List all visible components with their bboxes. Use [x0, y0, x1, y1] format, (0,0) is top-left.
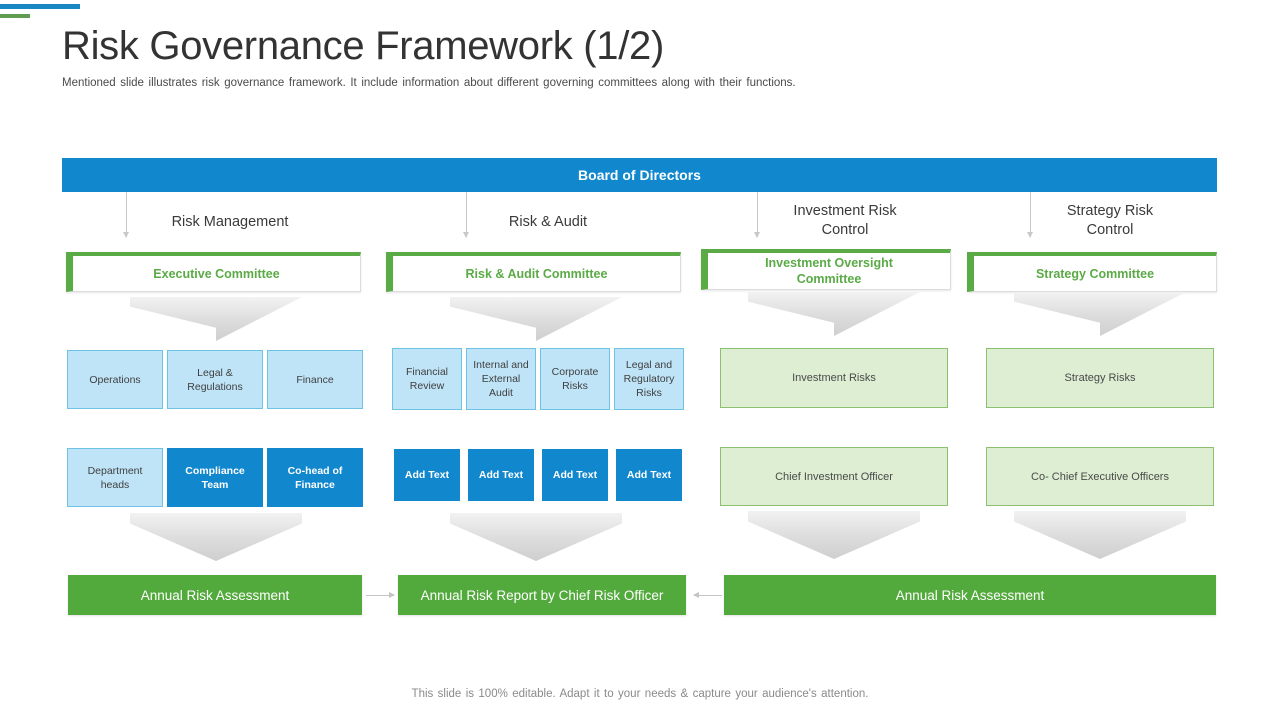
owner-node-label: Co-head of Finance	[287, 464, 343, 491]
committee-label-investment-oversight: Investment Oversight Committee	[765, 256, 893, 286]
owner-node[interactable]: Department heads	[67, 448, 163, 507]
function-node[interactable]: Strategy Risks	[986, 348, 1214, 408]
committee-box-strategy[interactable]: Strategy Committee	[967, 252, 1217, 292]
branch-label-investment-risk: Investment Risk Control	[793, 203, 897, 238]
function-node[interactable]: Corporate Risks	[540, 348, 610, 410]
arrow-left-to-center	[366, 591, 395, 598]
branch-label-risk-audit: Risk & Audit	[508, 214, 588, 230]
owner-node[interactable]: Co-head of Finance	[267, 448, 363, 507]
flow-chevron-7	[748, 511, 920, 559]
connector-line-investment-risk	[754, 192, 760, 238]
committee-label-risk-audit: Risk & Audit Committee	[465, 266, 608, 281]
outcome-bar-annual-risk-assessment-right[interactable]: Annual Risk Assessment	[724, 575, 1216, 615]
function-node-label: Internal and External Audit	[473, 359, 529, 399]
function-node[interactable]: Operations	[67, 350, 163, 409]
function-node[interactable]: Financial Review	[392, 348, 462, 410]
owner-node-label: Chief Investment Officer	[775, 470, 893, 483]
board-of-directors-bar[interactable]: Board of Directors	[62, 158, 1217, 192]
flow-chevron-5	[130, 513, 302, 561]
function-node[interactable]: Legal & Regulations	[167, 350, 263, 409]
outcome-bar-annual-risk-assessment-left[interactable]: Annual Risk Assessment	[68, 575, 362, 615]
footer-note: This slide is 100% editable. Adapt it to…	[411, 688, 869, 700]
flow-chevron-2	[450, 297, 622, 341]
function-node-label: Finance	[296, 373, 334, 386]
flow-chevron-8	[1014, 511, 1186, 559]
arrowhead-icon	[389, 591, 395, 598]
decor-bar-green	[0, 14, 30, 18]
function-node-label: Investment Risks	[792, 372, 876, 384]
owner-node-label: Add Text	[478, 469, 524, 481]
decor-bar-blue	[0, 4, 80, 9]
owner-node-label: Co- Chief Executive Officers	[1031, 470, 1169, 483]
flow-chevron-3	[748, 292, 920, 336]
committee-box-investment-oversight[interactable]: Investment Oversight Committee	[701, 249, 951, 290]
committee-box-executive[interactable]: Executive Committee	[66, 252, 361, 292]
function-node-label: Legal & Regulations	[187, 366, 243, 393]
committee-label-executive: Executive Committee	[153, 266, 280, 281]
owner-node-label: Compliance Team	[185, 464, 245, 491]
owner-node-label: Add Text	[626, 469, 672, 481]
outcome-label: Annual Risk Report by Chief Risk Officer	[420, 587, 664, 603]
function-node-label: Financial Review	[405, 366, 449, 392]
function-node-label: Strategy Risks	[1064, 372, 1136, 384]
outcome-label: Annual Risk Assessment	[140, 587, 290, 603]
function-node-label: Legal and Regulatory Risks	[623, 359, 675, 399]
owner-node[interactable]: Add Text	[394, 449, 460, 501]
committee-label-strategy: Strategy Committee	[1035, 266, 1155, 281]
connector-line-strategy-risk	[1027, 192, 1033, 238]
page-subtitle: Mentioned slide illustrates risk governa…	[62, 77, 796, 89]
owner-node[interactable]: Co- Chief Executive Officers	[986, 447, 1214, 506]
outcome-bar-annual-risk-report[interactable]: Annual Risk Report by Chief Risk Officer	[398, 575, 686, 615]
function-node-label: Operations	[89, 373, 141, 386]
connector-line-risk-audit	[463, 192, 469, 238]
function-node[interactable]: Legal and Regulatory Risks	[614, 348, 684, 410]
function-node[interactable]: Investment Risks	[720, 348, 948, 408]
flow-chevron-1	[130, 297, 302, 341]
owner-node[interactable]: Add Text	[616, 449, 682, 501]
flow-chevron-4	[1014, 292, 1186, 336]
owner-node[interactable]: Add Text	[468, 449, 534, 501]
arrow-right-to-center	[693, 591, 722, 598]
page-title: Risk Governance Framework (1/2)	[62, 24, 664, 68]
committee-box-risk-audit[interactable]: Risk & Audit Committee	[386, 252, 681, 292]
owner-node-label: Add Text	[404, 469, 450, 481]
board-of-directors-label: Board of Directors	[578, 167, 701, 183]
flow-chevron-6	[450, 513, 622, 561]
owner-node-label: Add Text	[552, 469, 598, 481]
function-node[interactable]: Internal and External Audit	[466, 348, 536, 410]
connector-line-risk-management	[123, 192, 129, 238]
function-node[interactable]: Finance	[267, 350, 363, 409]
owner-node[interactable]: Chief Investment Officer	[720, 447, 948, 506]
owner-node-label: Department heads	[87, 464, 143, 491]
owner-node[interactable]: Compliance Team	[167, 448, 263, 507]
branch-label-strategy-risk: Strategy Risk Control	[1066, 203, 1154, 238]
function-node-label: Corporate Risks	[551, 366, 599, 392]
branch-label-risk-management: Risk Management	[171, 214, 289, 230]
arrowhead-icon	[693, 591, 699, 598]
owner-node[interactable]: Add Text	[542, 449, 608, 501]
outcome-label: Annual Risk Assessment	[895, 587, 1045, 603]
